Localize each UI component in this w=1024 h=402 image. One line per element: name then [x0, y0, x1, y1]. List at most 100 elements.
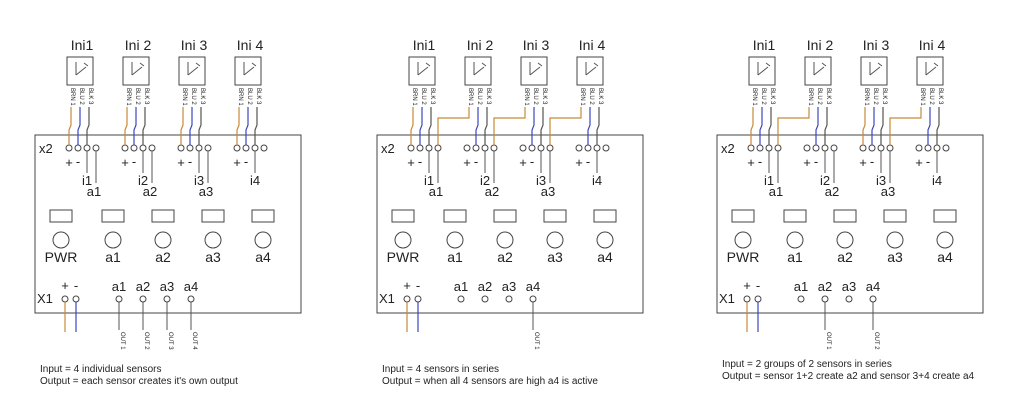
caption-input: Input = 4 individual sensors [40, 364, 161, 375]
brown-wire-chain [493, 107, 526, 145]
led-indicator [201, 209, 225, 223]
x2-terminal [121, 144, 129, 152]
black-wire [936, 107, 940, 145]
output-wire-label: OUT 4 [191, 332, 197, 350]
minus-label: - [586, 154, 590, 169]
caption-output: Output = when all 4 sensors are high a4 … [382, 376, 598, 387]
x2-terminal [765, 144, 773, 152]
blue-wire [815, 107, 819, 145]
x2-terminal [602, 144, 610, 152]
x2-terminal [434, 144, 442, 152]
connector-x1-label: X1 [37, 291, 53, 306]
blue-wire [189, 107, 193, 145]
wire-label: BRN 1 [919, 88, 925, 106]
caption-output: Output = each sensor creates it's own ou… [40, 376, 238, 387]
output-label-1: a1 [429, 184, 443, 199]
x2-terminal [407, 144, 415, 152]
module-box [716, 134, 984, 314]
led-lamp [154, 231, 172, 249]
sensor-box-4 [234, 56, 262, 86]
led-indicator [783, 209, 807, 223]
led-label-0: PWR [387, 249, 420, 265]
led-indicator [151, 209, 175, 223]
sensor-switch-icon [187, 62, 201, 76]
led-lamp [786, 231, 804, 249]
sensor-box-4 [576, 56, 604, 86]
led-label-2: a2 [155, 249, 171, 265]
x1-terminal [821, 295, 829, 303]
wire-label: BLK 3 [597, 88, 603, 105]
sensor-switch-icon [757, 62, 771, 76]
output-label-2: a2 [143, 184, 157, 199]
x2-terminal [130, 144, 138, 152]
connector-x1-label: X1 [719, 291, 735, 306]
x2-terminal [868, 144, 876, 152]
wire-label: BLU 2 [588, 88, 594, 105]
x2-terminal [472, 144, 480, 152]
x2-terminal [481, 144, 489, 152]
input-label-4: i4 [250, 173, 260, 188]
x1-minus-label: - [756, 278, 760, 293]
wire-label: BLU 2 [532, 88, 538, 105]
sensor-label-4: Ini 4 [919, 37, 946, 53]
led-label-1: a1 [105, 249, 121, 265]
sensor-box-4 [916, 56, 944, 86]
minus-label: - [132, 154, 136, 169]
wire-label: BRN 1 [181, 88, 187, 106]
input-label-1: i1 [764, 173, 774, 188]
wire-label: BLU 2 [872, 88, 878, 105]
sensor-box-3 [520, 56, 548, 86]
sensor-box-3 [860, 56, 888, 86]
wire-label: BLK 3 [937, 88, 943, 105]
sensor-label-4: Ini 4 [237, 37, 264, 53]
x2-terminal [747, 144, 755, 152]
brown-wire [236, 107, 240, 145]
sensor-switch-icon [417, 62, 431, 76]
x2-terminal [942, 144, 950, 152]
x2-terminal [584, 144, 592, 152]
led-indicator [883, 209, 907, 223]
led-label-1: a1 [787, 249, 803, 265]
x2-terminal [812, 144, 820, 152]
input-label-3: i3 [194, 173, 204, 188]
led-indicator [933, 209, 957, 223]
output-wire-label: OUT 3 [167, 332, 173, 350]
output-label-1: a1 [769, 184, 783, 199]
sensor-switch-icon [925, 62, 939, 76]
blue-wire [531, 107, 535, 145]
black-wire [142, 107, 146, 145]
minus-label: - [244, 154, 248, 169]
led-lamp [394, 231, 412, 249]
plus-label: + [747, 155, 755, 170]
plus-label: + [177, 155, 185, 170]
x1-terminal-plus [743, 295, 751, 303]
sensor-label-2: Ini 2 [467, 37, 494, 53]
wire-label: BLK 3 [429, 88, 435, 105]
minus-label: - [870, 154, 874, 169]
x2-terminal [859, 144, 867, 152]
x2-terminal [593, 144, 601, 152]
wire-label: BLU 2 [246, 88, 252, 105]
led-label-3: a3 [547, 249, 563, 265]
brown-wire [68, 107, 72, 145]
input-label-1: i1 [82, 173, 92, 188]
sensor-label-1: Ini1 [71, 37, 94, 53]
x2-terminal [148, 144, 156, 152]
led-label-2: a2 [497, 249, 513, 265]
x2-terminal [139, 144, 147, 152]
brown-wire-chain [549, 107, 582, 145]
wire-label: BLK 3 [541, 88, 547, 105]
output-wire-label: OUT 2 [143, 332, 149, 350]
plus-label: + [575, 155, 583, 170]
x2-terminal [924, 144, 932, 152]
x2-terminal [528, 144, 536, 152]
sensor-switch-icon [869, 62, 883, 76]
blue-wire [587, 107, 591, 145]
output-label-3: a3 [881, 184, 895, 199]
wire-label: BRN 1 [411, 88, 417, 106]
blue-wire [133, 107, 137, 145]
brown-wire-chain [777, 107, 810, 145]
x2-terminal [83, 144, 91, 152]
module-box [34, 134, 302, 314]
led-indicator [251, 209, 275, 223]
